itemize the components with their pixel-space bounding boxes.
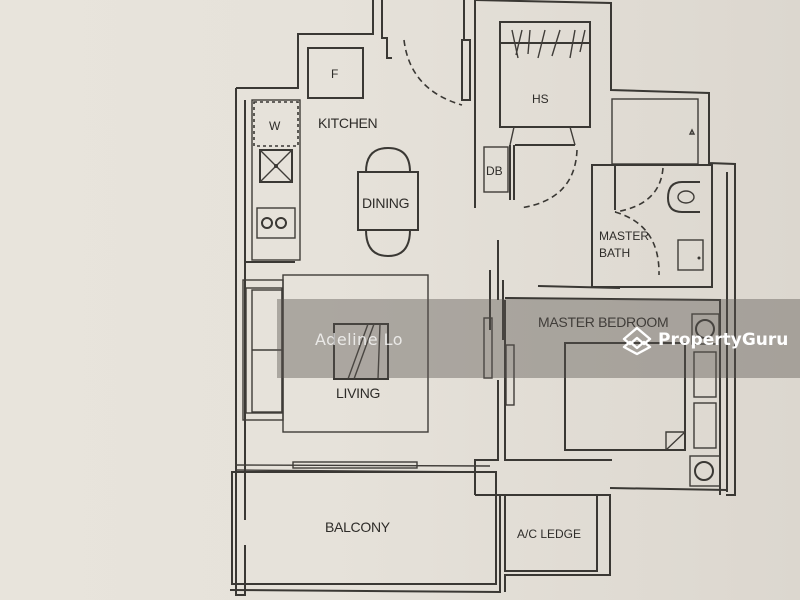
sliding-doors [474, 240, 612, 495]
household-shelter: HS [499, 21, 591, 209]
master-bedroom-label: MASTER BEDROOM [538, 314, 668, 330]
basin-icon [677, 239, 704, 271]
fridge-label: F [331, 67, 338, 81]
master-bedroom: MASTER BEDROOM [504, 297, 721, 495]
entrance-door [381, 0, 476, 208]
kitchen-counter: W [251, 99, 301, 261]
watermark-brand: PropertyGuru [620, 323, 788, 357]
balcony-window [234, 461, 491, 473]
master-bath-label-1: MASTER [599, 229, 649, 243]
master-bath: MASTER BATH [537, 164, 713, 289]
dining-table: DINING [357, 146, 419, 258]
balcony-label: BALCONY [325, 519, 391, 535]
living-rug [282, 274, 429, 433]
stove-icon [256, 207, 296, 239]
master-bath-label-2: BATH [599, 246, 630, 260]
wardrobe [611, 98, 699, 165]
ac-ledge-label: A/C LEDGE [517, 527, 581, 541]
dining-label: DINING [362, 195, 409, 211]
toilet-icon [666, 181, 700, 213]
bed [564, 342, 686, 451]
sink-icon [259, 149, 293, 183]
propertyguru-logo-icon [622, 326, 652, 356]
watermark-brand-text: PropertyGuru [658, 330, 789, 350]
bedside-tables [689, 313, 721, 487]
distribution-board: DB [483, 145, 515, 200]
ac-ledge: A/C LEDGE [504, 494, 598, 572]
household-shelter-label: HS [532, 92, 549, 106]
living-sofa [242, 279, 284, 421]
coffee-table [333, 323, 389, 380]
fridge: F [307, 47, 364, 99]
watermark-band [277, 299, 800, 378]
distribution-board-label: DB [486, 164, 503, 178]
washer-label: W [269, 119, 281, 133]
outer-walls [229, 0, 736, 596]
balcony: BALCONY [231, 471, 497, 585]
watermark-agent-name: Adeline Lo [315, 330, 404, 349]
kitchen-label: KITCHEN [318, 115, 377, 131]
living-label: LIVING [336, 385, 380, 401]
